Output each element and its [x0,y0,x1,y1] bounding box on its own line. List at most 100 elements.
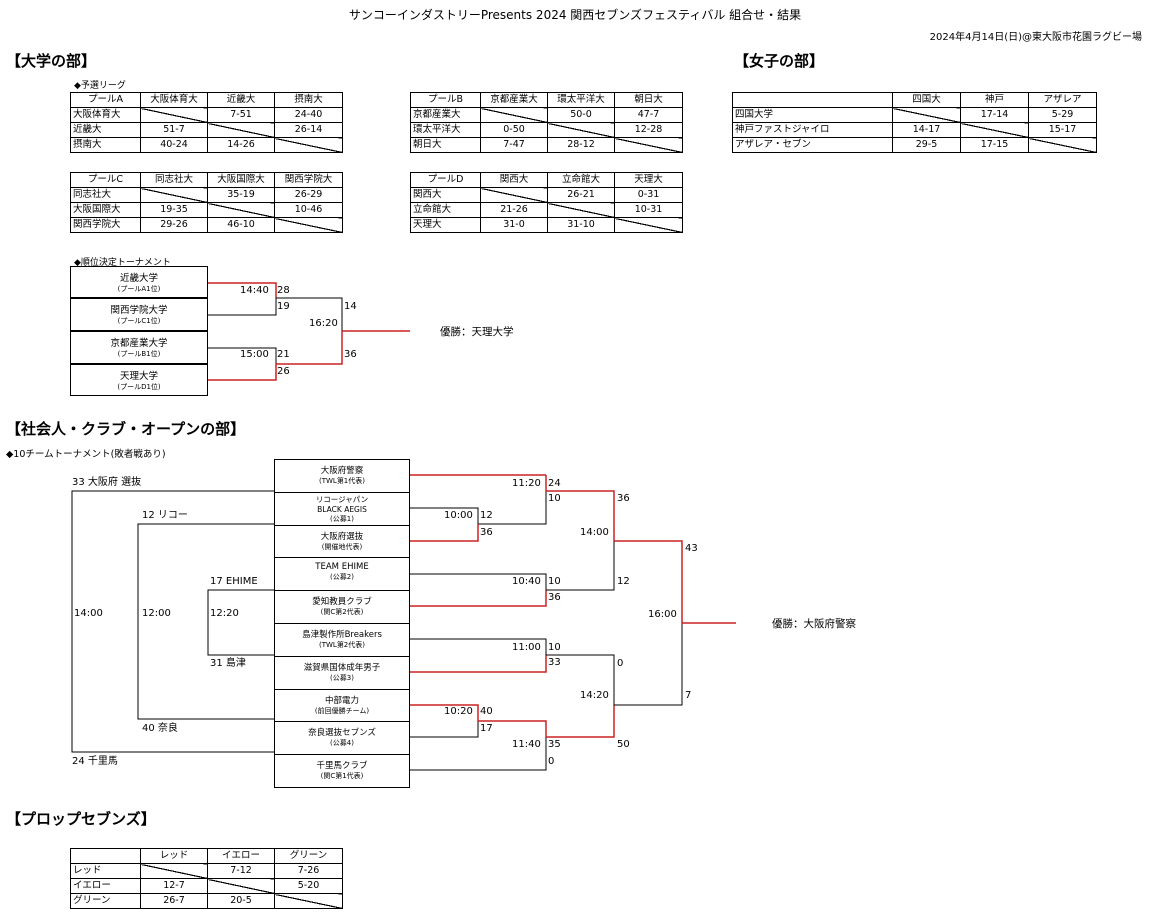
open-team-9: 奈良選抜セブンズ(公募4) [274,721,410,756]
m2-time: 10:00 [444,510,473,521]
table-cell: 26-7 [140,893,208,909]
m1-score-a: 24 [548,478,561,489]
table-cell: イエロー [70,878,141,894]
sf1-top [546,490,615,541]
sf2-score-a: 0 [617,658,624,669]
league-label: ◆予選リーグ [74,81,126,91]
loser-time-1: 14:00 [74,608,103,619]
m3-time: 10:40 [512,576,541,587]
m6-score-a: 35 [548,739,561,750]
m4-top [410,638,547,655]
final-time: 16:00 [648,609,677,620]
final-top [614,540,683,623]
sf2-time: 14:20 [580,690,609,701]
univ-m2-win-line [208,364,277,381]
sf2-bottom [546,705,615,738]
open-team-10: 千里馬クラブ(関C第1代表) [274,754,410,788]
table-cell [140,863,208,879]
univ-m2-time: 15:00 [240,349,269,360]
team-note: (前回優勝チーム) [314,706,370,715]
univ-m1-score-top: 28 [277,285,290,296]
univ-final-win-line [276,331,343,365]
m1-bottom [478,491,547,525]
final-bottom [614,623,683,706]
open-team-5: 愛知教員クラブ(関C第2代表) [274,590,410,624]
team-note: (関C第2代表) [320,608,364,617]
table-cell [960,122,1029,138]
team-name: 天理大学 [119,371,158,382]
team-note: (関C第1代表) [320,772,364,781]
sf2-top [546,654,615,705]
table-cell [614,137,683,153]
final-score-b: 7 [685,690,692,701]
table-cell [547,122,615,138]
team-name: 京都産業大学 [110,338,168,349]
team-note: (公募2) [330,573,354,582]
m5-time: 10:20 [444,706,473,717]
table-cell [614,217,683,233]
table-cell [207,878,275,894]
univ-m2-lose-line [208,347,277,364]
team-note: (開催地代表) [321,542,363,551]
university-tournament-label: ◆順位決定トーナメント [74,258,171,268]
univ-team-3: 京都産業大学 (プールB1位) [70,331,208,364]
m6-top [478,720,547,737]
univ-m1-win-line [208,282,277,298]
sf1-score-b: 12 [617,576,630,587]
univ-final-score-top: 14 [344,301,357,312]
table-header-cell: レッド [140,848,208,864]
univ-m2-score-bottom: 26 [277,366,290,377]
univ-m1-score-bottom: 19 [277,301,290,312]
final-score-a: 43 [685,543,698,554]
table-cell: 7-26 [274,863,343,879]
team-note: (公募1) [330,514,354,523]
team-name-2: BLACK AEGIS [317,504,367,514]
table-cell: 12-7 [140,878,208,894]
open-heading: 【社会人・クラブ・オープンの部】 [6,420,246,438]
loser-label-4: 31 島津 [210,658,246,669]
m6-score-b: 0 [548,756,555,767]
m4-score-a: 10 [548,642,561,653]
women-heading: 【女子の部】 [734,52,825,70]
univ-m2-score-top: 21 [277,349,290,360]
loser-label-3: 17 EHIME [210,576,258,587]
m6-bottom [410,737,547,771]
team-name: 大阪府警察 [320,466,364,476]
table-cell [1028,137,1097,153]
univ-m1-time: 14:40 [240,285,269,296]
table-cell: 20-5 [207,893,275,909]
univ-team-1: 近畿大学 (プールA1位) [70,266,208,298]
team-note: (TWL第1代表) [318,477,365,485]
m5-score-a: 40 [480,706,493,717]
table-cell: 関西学院大 [70,217,141,233]
m6-time: 11:40 [512,739,541,750]
table-cell: 29-5 [892,137,961,153]
team-name: 千里馬クラブ [316,761,368,772]
loser-label-1: 33 大阪府 選抜 [72,477,142,488]
sf1-time: 14:00 [580,527,609,538]
table-cell: 46-10 [207,217,275,233]
team-name: 大阪府選抜 [320,531,364,542]
table-cell: 28-12 [547,137,615,153]
table-cell: レッド [70,863,141,879]
univ-final-time: 16:20 [309,318,338,329]
table-header-row: レッドイエローグリーン [70,848,343,864]
table-cell: 5-20 [274,878,343,894]
loser-label-5: 40 奈良 [142,723,178,734]
table-cell [274,137,343,153]
m3-top [410,573,547,590]
